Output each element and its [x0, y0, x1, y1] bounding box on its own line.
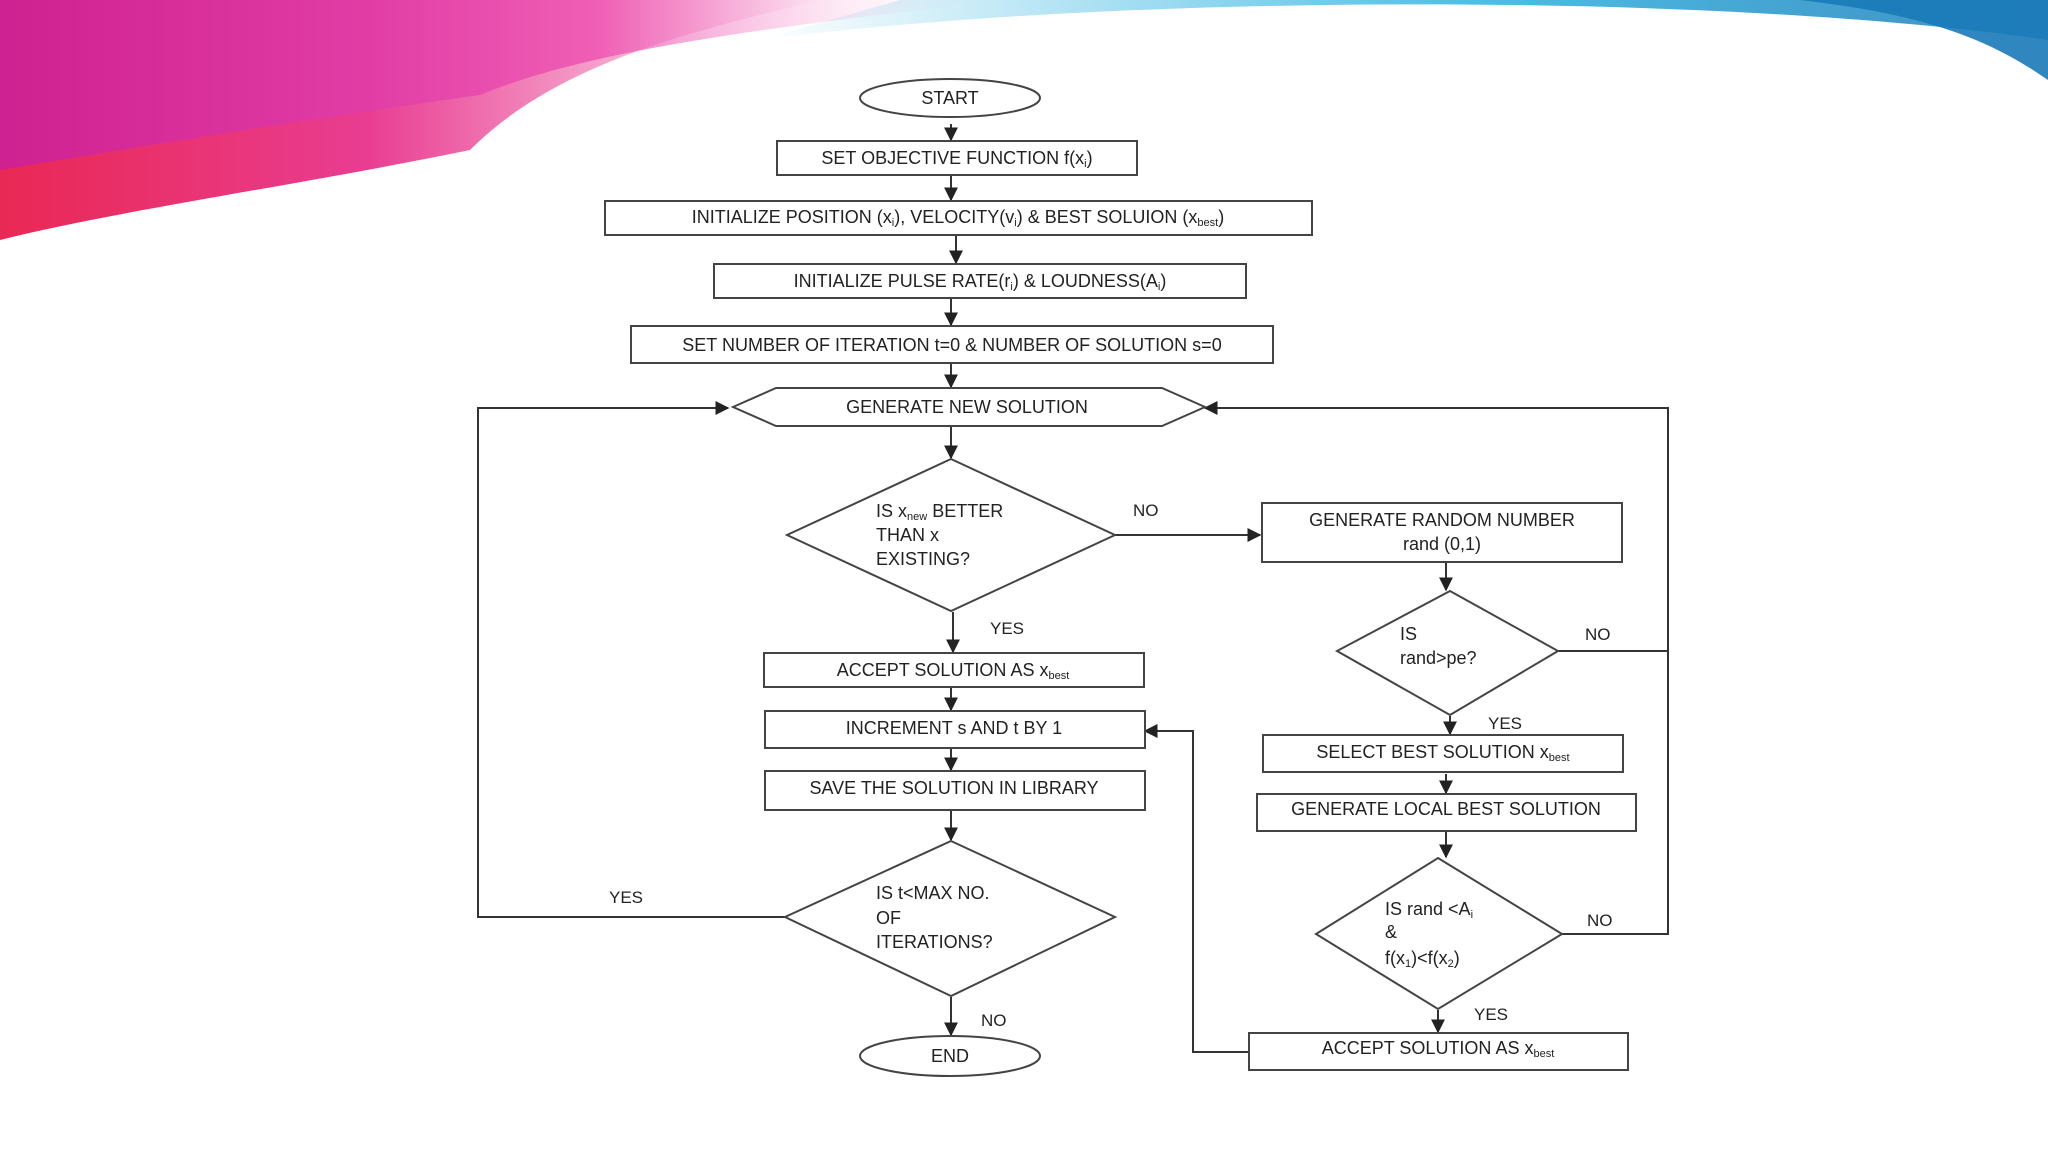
- decorative-swoosh: [0, 0, 2048, 240]
- generate-random-line2: rand (0,1): [1403, 534, 1481, 554]
- generate-random-box: [1261, 502, 1623, 563]
- start-terminator: [859, 78, 1041, 118]
- label-no-rand: NO: [1585, 625, 1611, 644]
- select-best-box: [1262, 734, 1624, 773]
- accept-best-box: [763, 652, 1145, 688]
- set-iteration-label: SET NUMBER OF ITERATION t=0 & NUMBER OF …: [682, 335, 1221, 355]
- generate-random-line1: GENERATE RANDOM NUMBER: [1309, 510, 1575, 530]
- decision-max-line2: OF: [876, 908, 901, 928]
- set-objective-label: SET OBJECTIVE FUNCTION f(xi): [821, 148, 1092, 170]
- decision-loud-line1: IS rand <Ai: [1385, 899, 1473, 921]
- increment-box: [764, 710, 1146, 749]
- accept-final-label: ACCEPT SOLUTION AS xbest: [1322, 1038, 1555, 1060]
- end-terminator: [859, 1035, 1041, 1077]
- generate-local-box: [1256, 793, 1637, 832]
- decision-rand-diamond: [1334, 589, 1561, 717]
- decision-better-line1: IS xnew BETTER: [876, 501, 1003, 523]
- start-label: START: [921, 88, 978, 108]
- save-library-label: SAVE THE SOLUTION IN LIBRARY: [809, 778, 1098, 798]
- decision-better-line2: THAN x: [876, 525, 939, 545]
- accept-final-box: [1248, 1032, 1629, 1071]
- label-yes-max: YES: [609, 888, 643, 907]
- decision-rand-line1: IS: [1400, 624, 1417, 644]
- decision-better-line3: EXISTING?: [876, 549, 970, 569]
- generate-new-solution-label: GENERATE NEW SOLUTION: [846, 397, 1088, 417]
- generate-local-label: GENERATE LOCAL BEST SOLUTION: [1291, 799, 1601, 819]
- init-position-box: [604, 200, 1313, 236]
- label-yes-loud: YES: [1474, 1005, 1508, 1024]
- decision-loud-line2: &: [1385, 922, 1397, 942]
- init-pulse-label: INITIALIZE PULSE RATE(ri) & LOUDNESS(Ai): [794, 271, 1167, 293]
- decision-better-diamond: [784, 457, 1118, 613]
- decision-max-line3: ITERATIONS?: [876, 932, 993, 952]
- increment-label: INCREMENT s AND t BY 1: [846, 718, 1062, 738]
- set-objective-box: [776, 140, 1138, 176]
- decision-max-diamond: [782, 839, 1118, 998]
- label-no-max: NO: [981, 1011, 1007, 1030]
- accept-best-label: ACCEPT SOLUTION AS xbest: [837, 660, 1070, 682]
- decision-loud-line3: f(x1)<f(x2): [1385, 948, 1460, 970]
- label-yes-rand: YES: [1488, 714, 1522, 733]
- init-pulse-box: [713, 263, 1247, 299]
- label-no-better: NO: [1133, 501, 1159, 520]
- generate-new-solution-hexagon: [730, 387, 1208, 427]
- label-yes-better: YES: [990, 619, 1024, 638]
- decision-rand-line2: rand>pe?: [1400, 648, 1477, 668]
- decision-loud-diamond: [1314, 856, 1564, 1011]
- save-library-box: [764, 770, 1146, 811]
- set-iteration-box: [630, 325, 1274, 364]
- init-position-label: INITIALIZE POSITION (xi), VELOCITY(vi) &…: [692, 207, 1224, 229]
- select-best-label: SELECT BEST SOLUTION xbest: [1316, 742, 1569, 764]
- label-no-loud: NO: [1587, 911, 1613, 930]
- connectors: [477, 124, 1669, 1053]
- end-label: END: [931, 1046, 969, 1066]
- decision-max-line1: IS t<MAX NO.: [876, 883, 990, 903]
